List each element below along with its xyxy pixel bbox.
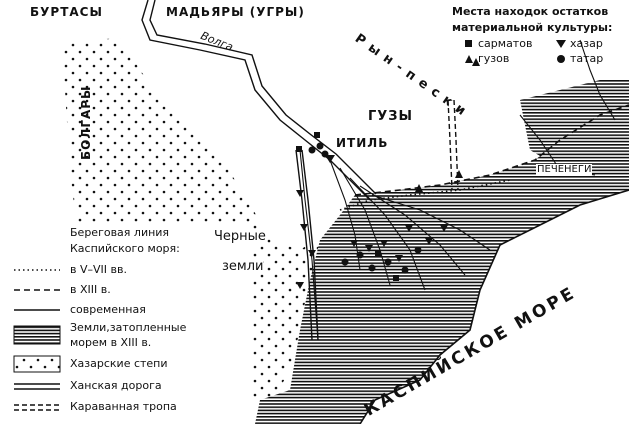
region-burtasy: БУРТАСЫ [30,5,103,19]
volga-river [141,0,371,201]
shore-legend-label-2: современная [70,303,146,316]
place-itil: ИТИЛЬ [336,136,389,150]
region-guzy: ГУЗЫ [368,109,414,124]
area-legend-label-1: Хазарские степи [70,357,168,370]
legend-circle-symbol [557,55,565,63]
shoreline-13th-century [354,104,629,196]
finds-legend-label-3: татар [570,52,604,65]
finds-legend-label-0: сарматов [478,37,533,50]
find-markers [296,58,480,289]
legend-hatched-swatch [13,325,61,345]
region-chernye-zemli-1: Черные [214,229,266,244]
caspian-sea-body [360,190,629,424]
modern-coastline [359,189,629,424]
shore-legend-title-2: Каспийского моря: [70,242,180,255]
region-bolgary: БОЛГАРЫ [79,85,93,160]
region-madyary: МАДЬЯРЫ (УГРЫ) [166,5,305,19]
finds-legend-label-2: гузов [478,52,510,65]
area-legend-label-2: Ханская дорога [70,379,162,392]
shore-legend-label-1: в XIII в. [70,283,111,296]
legend-triangle-up-symbol [465,55,473,63]
legend-dots-swatch [13,355,61,373]
shore-legend-label-0: в V–VII вв. [70,263,127,276]
area-legend-label-0a: Земли,затопленные [70,321,187,334]
volga-delta [299,149,491,341]
finds-legend-label-1: хазар [570,37,603,50]
shore-legend-title-1: Береговая линия [70,226,170,239]
north-east-hatched-strip [520,80,629,165]
finds-legend-title-1: Места находок остатков [452,5,609,18]
region-chernye-zemli-2: земли [222,259,264,274]
area-legend-label-3: Караванная тропа [70,400,177,413]
legend-triangle-down-symbol [556,40,566,48]
finds-legend-title-2: материальной культуры: [452,21,613,34]
legend-double-line [14,383,60,390]
area-legend-label-0b: морем в XIII в. [70,336,152,349]
region-pechenegi: ПЕЧЕНЕГИ [536,164,593,176]
khan-road [295,149,319,341]
volga-river-bank [149,0,377,195]
legend-square-symbol [465,40,472,47]
